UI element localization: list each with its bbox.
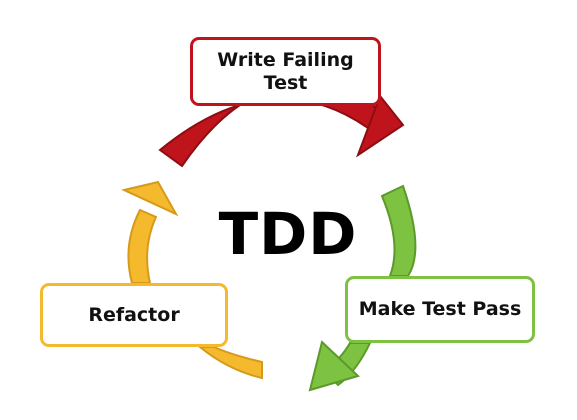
write-to-make-arrow-head [355, 93, 405, 158]
make-to-refactor-arrow-head [308, 340, 360, 392]
refactor-to-write-arrow-band-lower [197, 346, 263, 380]
make-test-pass-label: Make Test Pass [358, 298, 522, 320]
make-to-refactor-arrow [308, 184, 417, 392]
refactor-label: Refactor [88, 303, 180, 326]
refactor-to-write-arrow-head [120, 180, 179, 217]
write-failing-test-label: Write Failing Test [217, 48, 354, 94]
refactor-to-write-arrow [120, 180, 263, 380]
tdd-title: TDD [218, 200, 358, 268]
write-failing-test-box: Write Failing Test [190, 37, 381, 106]
refactor-to-write-arrow-band [127, 208, 158, 284]
make-test-pass-box: Make Test Pass [345, 276, 535, 343]
refactor-box: Refactor [40, 283, 228, 347]
